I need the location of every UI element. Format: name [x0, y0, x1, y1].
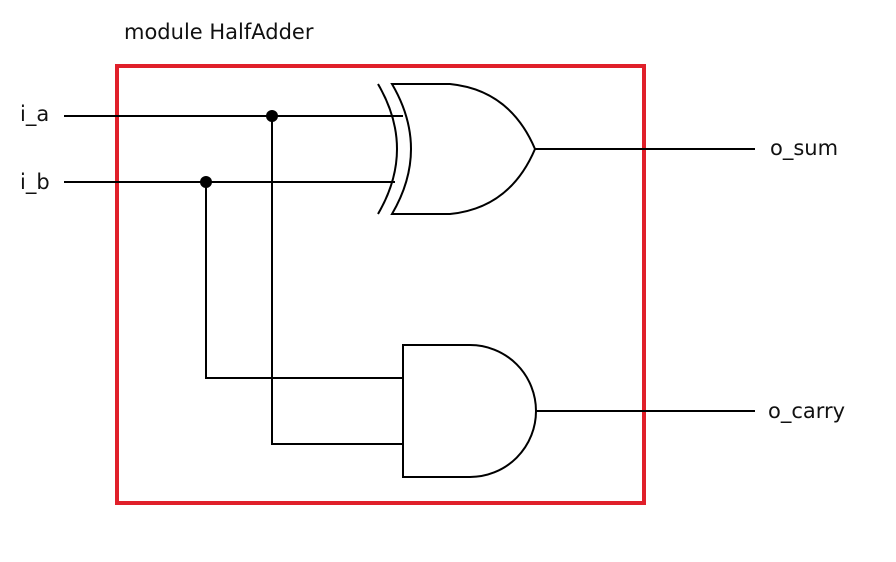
- junction-dot-a: [266, 110, 278, 122]
- output-label-sum: o_sum: [770, 136, 839, 160]
- input-label-a: i_a: [20, 102, 50, 126]
- xor-gate-icon: [377, 83, 537, 215]
- input-label-b: i_b: [20, 170, 50, 194]
- output-label-carry: o_carry: [768, 399, 846, 423]
- and-gate-icon: [402, 344, 537, 478]
- module-boundary: [115, 64, 646, 505]
- module-title: module HalfAdder: [124, 20, 314, 44]
- wire-i-b-to-and: [205, 182, 403, 379]
- junction-dot-b: [200, 176, 212, 188]
- wire-i-a-to-and: [271, 116, 403, 445]
